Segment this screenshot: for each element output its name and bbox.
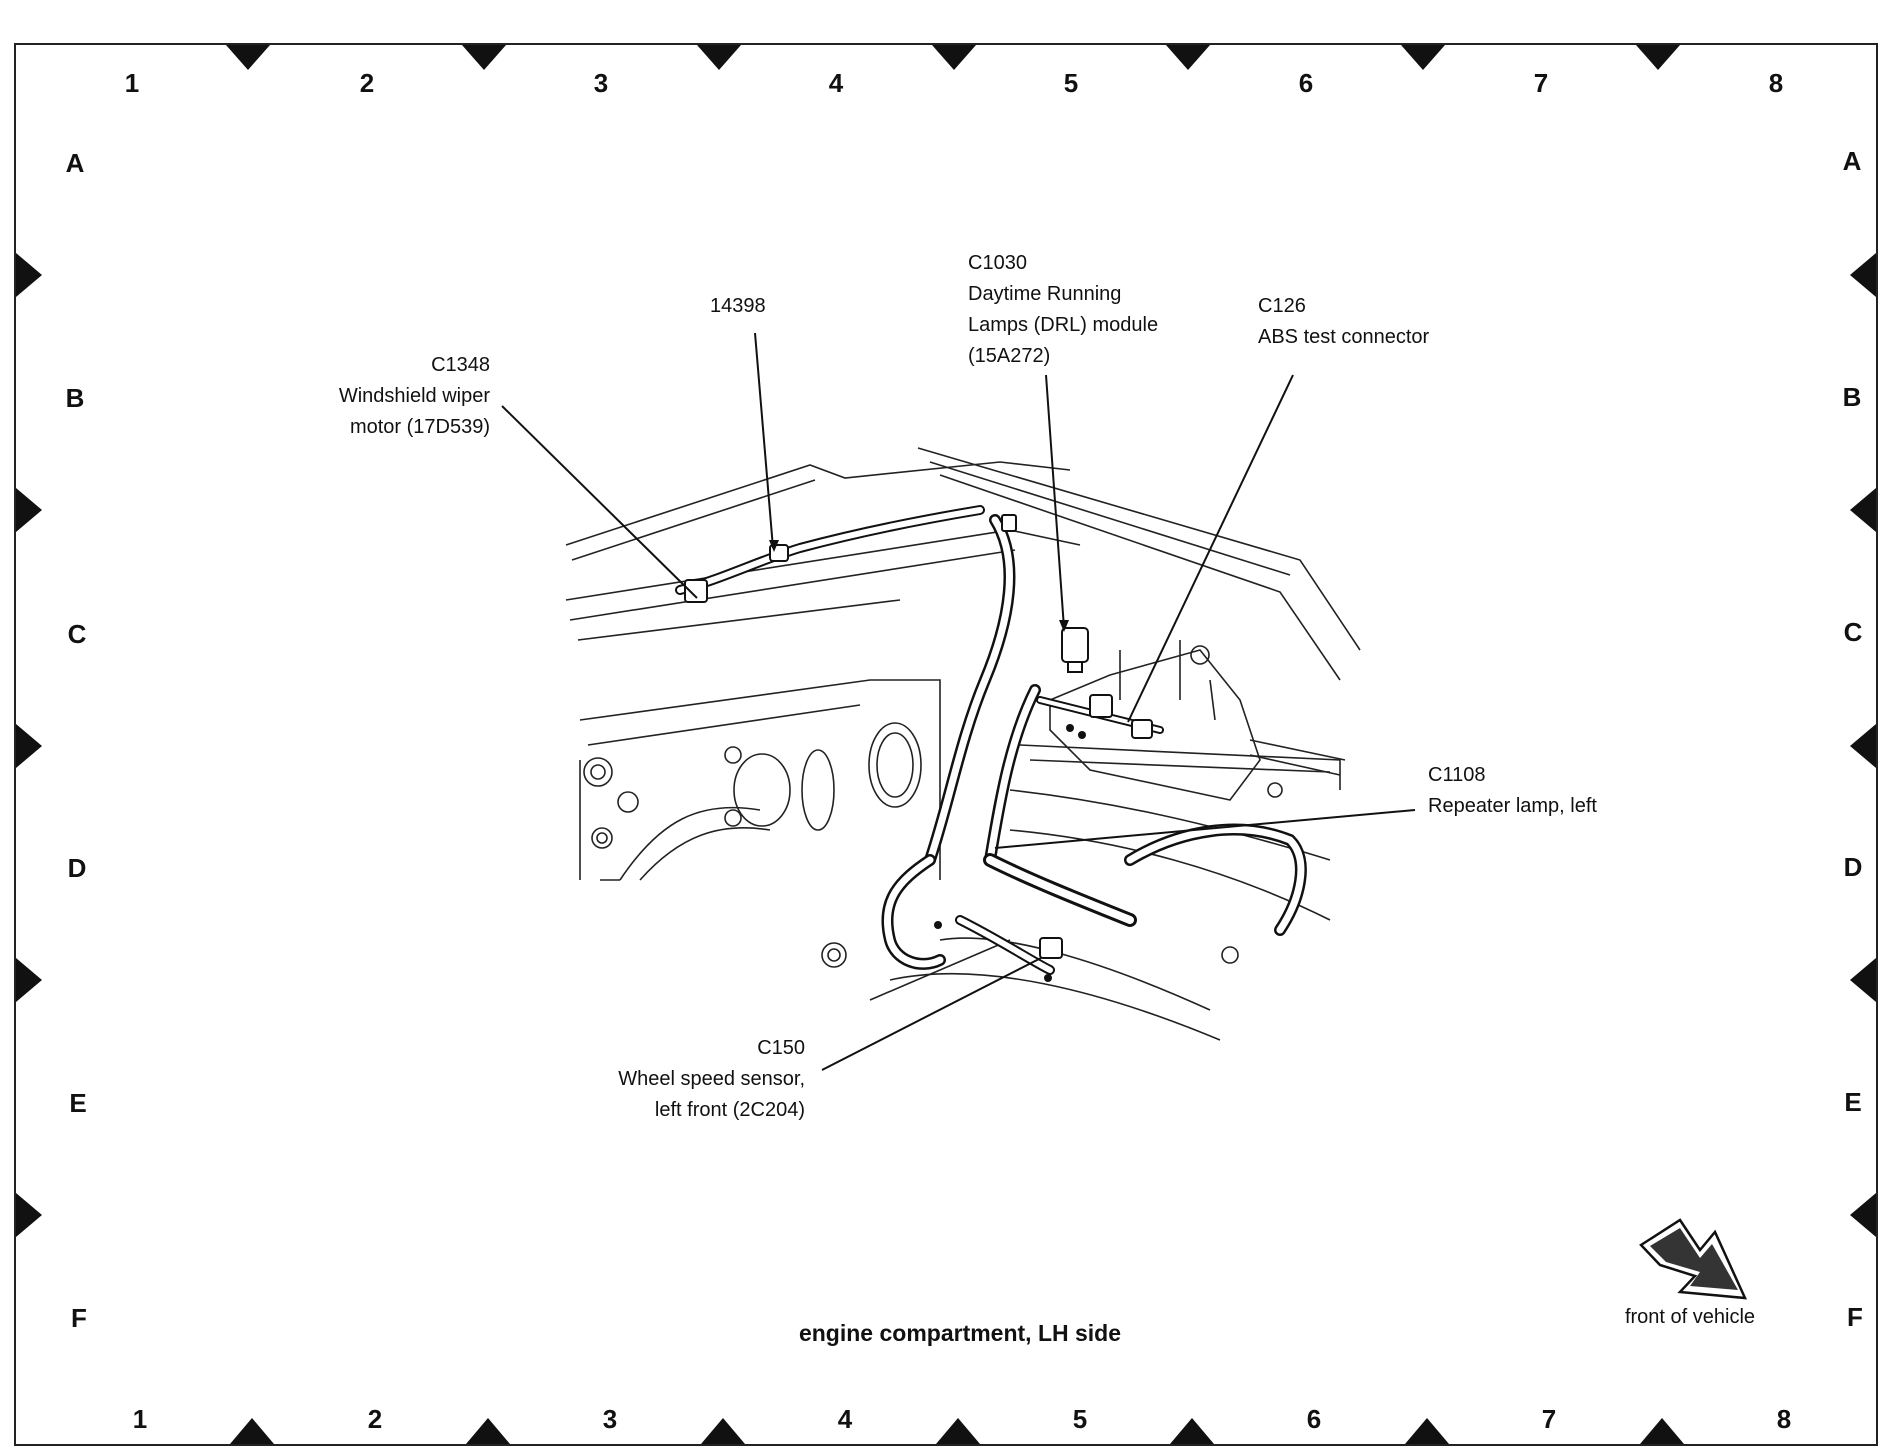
callout-c150-id: C150 [757, 1037, 805, 1059]
row-label-b: B [65, 383, 85, 413]
bolts [934, 724, 1086, 982]
callout-c1348-id: C1348 [431, 354, 490, 376]
left-grid-markers [16, 253, 42, 1237]
column-label-1-bottom: 1 [132, 1404, 148, 1434]
column-label-5: 5 [1063, 68, 1079, 98]
column-label-7-bottom: 7 [1541, 1404, 1557, 1434]
leader-lines [501, 332, 1416, 1071]
callout-c150: C150 Wheel speed sensor, left front (2C2… [560, 1033, 805, 1126]
callout-c1348-desc-2: motor (17D539) [349, 416, 490, 438]
callout-c1108: C1108 Repeater lamp, left [1428, 760, 1597, 822]
column-label-4: 4 [828, 68, 844, 98]
row-label-d-right: D [1843, 852, 1863, 882]
column-label-2: 2 [359, 68, 375, 98]
column-label-5-bottom: 5 [1072, 1404, 1088, 1434]
callout-c150-desc-2: left front (2C204) [654, 1099, 805, 1121]
front-of-vehicle-label: front of vehicle [1624, 1306, 1756, 1328]
callout-c1108-desc: Repeater lamp, left [1428, 795, 1597, 817]
callout-14398-id: 14398 [710, 295, 766, 317]
row-label-c: C [67, 619, 87, 649]
column-label-4-bottom: 4 [837, 1404, 853, 1434]
row-label-a-right: A [1842, 146, 1862, 176]
callout-14398: 14398 [710, 291, 766, 322]
callout-c1030-id: C1030 [968, 252, 1027, 274]
bottom-grid-markers [230, 1418, 1684, 1444]
column-label-2-bottom: 2 [367, 1404, 383, 1434]
diagram-caption: engine compartment, LH side [798, 1320, 1122, 1346]
leader-arrowheads [769, 540, 1069, 632]
callout-c1030-desc-2: Lamps (DRL) module [968, 314, 1159, 336]
callout-c1348-desc-1: Windshield wiper [338, 385, 490, 407]
callout-c1030-desc-1: Daytime Running [968, 283, 1122, 305]
right-grid-markers [1850, 253, 1876, 1237]
column-label-1: 1 [124, 68, 140, 98]
callout-c1030-desc-3: (15A272) [968, 345, 1051, 367]
column-label-6-bottom: 6 [1306, 1404, 1322, 1434]
callout-c126-desc: ABS test connector [1258, 326, 1430, 348]
callout-c150-desc-1: Wheel speed sensor, [618, 1068, 805, 1090]
row-label-e-right: E [1844, 1087, 1862, 1117]
connectors [684, 514, 1153, 959]
column-label-8: 8 [1768, 68, 1784, 98]
row-label-c-right: C [1843, 617, 1863, 647]
column-label-7: 7 [1533, 68, 1549, 98]
top-grid-markers [226, 45, 1680, 70]
diagram-frame [14, 43, 1878, 1446]
row-label-a: A [65, 148, 85, 178]
callout-c1030: C1030 Daytime Running Lamps (DRL) module… [968, 248, 1158, 372]
row-label-d: D [67, 853, 87, 883]
column-label-6: 6 [1298, 68, 1314, 98]
column-label-8-bottom: 8 [1776, 1404, 1792, 1434]
row-label-b-right: B [1842, 382, 1862, 412]
row-label-e: E [69, 1088, 87, 1118]
body-structure-linework [565, 447, 1361, 1041]
row-label-f-right: F [1847, 1302, 1863, 1332]
body-holes [583, 645, 1283, 968]
column-label-3-bottom: 3 [602, 1404, 618, 1434]
callout-c126-id: C126 [1258, 295, 1306, 317]
front-arrow-icon [1639, 1218, 1748, 1300]
callout-c1348: C1348 Windshield wiper motor (17D539) [290, 350, 490, 443]
row-label-f: F [71, 1303, 87, 1333]
column-label-3: 3 [593, 68, 609, 98]
callout-c1108-id: C1108 [1428, 764, 1486, 786]
wiring-harness [675, 505, 1307, 975]
callout-c126: C126 ABS test connector [1258, 291, 1429, 353]
